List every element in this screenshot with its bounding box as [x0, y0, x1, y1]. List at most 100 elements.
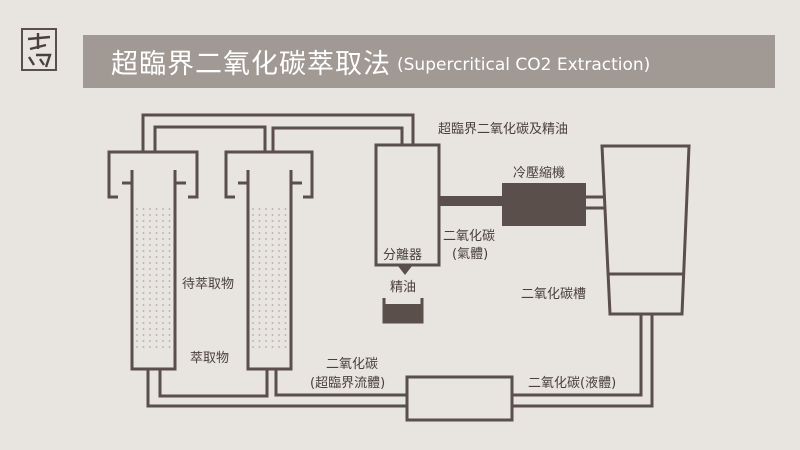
- material-dot: [258, 220, 261, 222]
- material-dot: [168, 256, 171, 258]
- gas-pipe: [439, 196, 503, 206]
- material-dot: [149, 340, 151, 342]
- label-essential-oil: 精油: [390, 280, 416, 295]
- material-dot: [162, 328, 164, 330]
- material-dot: [271, 298, 274, 300]
- material-dot: [168, 322, 171, 324]
- material-dot: [155, 280, 158, 282]
- material-dot: [168, 316, 171, 318]
- material-dot: [258, 328, 261, 330]
- material-dot: [252, 256, 254, 258]
- material-dot: [168, 214, 171, 216]
- material-dot: [278, 304, 280, 306]
- material-dot: [155, 340, 158, 342]
- label-supercritical-co2-oil: 超臨界二氧化碳及精油: [438, 122, 568, 137]
- material-dot: [136, 298, 138, 300]
- material-dot: [162, 292, 164, 294]
- material-dot: [258, 244, 261, 246]
- material-dot: [252, 232, 254, 234]
- material-dot: [258, 298, 261, 300]
- material-dot: [284, 346, 287, 348]
- material-dot: [252, 286, 254, 288]
- material-dot: [155, 250, 158, 252]
- material-dot: [168, 334, 171, 336]
- material-dot: [265, 322, 267, 324]
- material-dot: [284, 232, 287, 234]
- material-dot: [258, 346, 261, 348]
- material-dot: [258, 226, 261, 228]
- material-dot: [271, 322, 274, 324]
- material-dot: [284, 268, 287, 270]
- material-dot: [162, 334, 164, 336]
- material-dot: [265, 256, 267, 258]
- material-dot: [149, 214, 151, 216]
- material-dot: [136, 304, 138, 306]
- material-dot: [284, 322, 287, 324]
- material-dot: [162, 322, 164, 324]
- material-dot: [284, 304, 287, 306]
- material-dot: [162, 226, 164, 228]
- material-dot: [284, 244, 287, 246]
- material-dot: [265, 268, 267, 270]
- material-dot: [149, 208, 151, 210]
- material-dot: [265, 232, 267, 234]
- material-dot: [155, 274, 158, 276]
- material-dot: [278, 322, 280, 324]
- material-dot: [252, 346, 254, 348]
- material-dot: [155, 310, 158, 312]
- material-dot: [271, 232, 274, 234]
- pipe-column1-to-separator: [141, 113, 415, 152]
- material-dot: [278, 280, 280, 282]
- material-dot: [252, 226, 254, 228]
- material-dot: [271, 226, 274, 228]
- material-dot: [271, 316, 274, 318]
- material-dot: [168, 340, 171, 342]
- compressor-unit: [502, 183, 586, 226]
- material-dot: [252, 268, 254, 270]
- label-co2-liquid: 二氧化碳(液體): [528, 376, 616, 391]
- material-dot: [258, 256, 261, 258]
- material-dot: [155, 208, 158, 210]
- material-dot: [142, 286, 145, 288]
- material-dot: [142, 340, 145, 342]
- material-dot: [149, 238, 151, 240]
- material-dot: [162, 244, 164, 246]
- material-dot: [258, 214, 261, 216]
- material-dot: [136, 208, 138, 210]
- material-dot: [162, 286, 164, 288]
- material-dot: [258, 262, 261, 264]
- material-dot: [155, 268, 158, 270]
- material-dot: [278, 298, 280, 300]
- material-dot: [258, 304, 261, 306]
- label-raw-material: 待萃取物: [182, 277, 234, 292]
- material-dot: [168, 220, 171, 222]
- material-dot: [168, 244, 171, 246]
- material-dot: [252, 244, 254, 246]
- material-dot: [136, 322, 138, 324]
- logo-seal: [21, 28, 57, 71]
- material-dot: [284, 280, 287, 282]
- material-dot: [168, 304, 171, 306]
- material-dot: [284, 256, 287, 258]
- material-dot: [162, 232, 164, 234]
- material-dot: [168, 232, 171, 234]
- material-dot: [162, 310, 164, 312]
- material-dot: [162, 268, 164, 270]
- material-dot: [278, 310, 280, 312]
- material-dot: [155, 316, 158, 318]
- material-dot: [258, 268, 261, 270]
- material-dot: [258, 208, 261, 210]
- material-dot: [136, 256, 138, 258]
- material-dot: [162, 340, 164, 342]
- material-dot: [136, 268, 138, 270]
- material-dot: [168, 238, 171, 240]
- material-dot: [278, 268, 280, 270]
- material-dot: [252, 208, 254, 210]
- material-dot: [271, 304, 274, 306]
- material-dot: [162, 256, 164, 258]
- material-dot: [149, 220, 151, 222]
- material-dot: [155, 346, 158, 348]
- material-dot: [162, 346, 164, 348]
- material-dot: [136, 262, 138, 264]
